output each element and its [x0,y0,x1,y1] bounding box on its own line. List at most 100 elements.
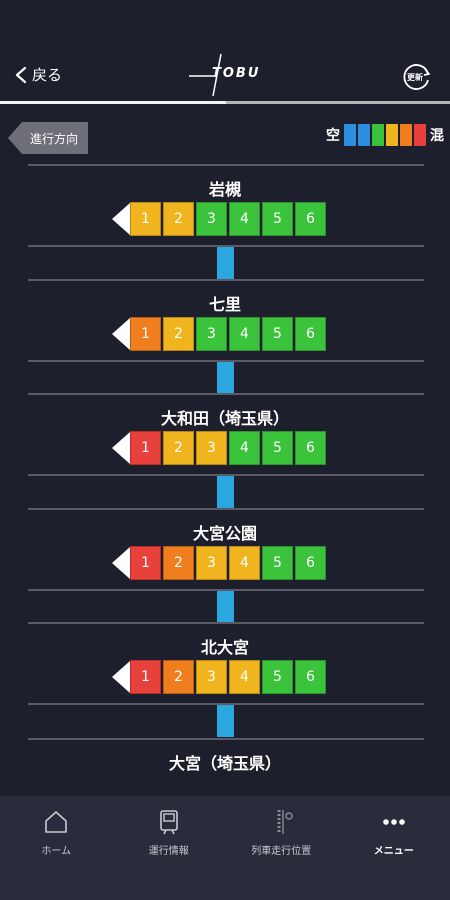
nav-service-info-label: 運行情報 [148,846,189,857]
legend-swatch [414,124,426,146]
station-name: 七里 [208,294,241,314]
car-3: 3 [196,316,227,351]
home-icon [45,811,68,833]
nav-menu[interactable]: メニュー [338,796,450,900]
car-4: 4 [229,660,260,694]
header-progress-track [226,101,450,104]
direction-label: 進行方向 [30,132,79,146]
legend-swatch [400,124,412,146]
car-6: 6 [295,316,326,351]
legend-swatch [358,124,370,146]
car-4: 4 [229,545,260,580]
refresh-button[interactable]: 更新 [402,62,432,92]
divider [28,245,424,247]
nav-home[interactable]: ホーム [0,796,113,900]
car-4: 4 [229,202,260,236]
nav-train-position-label: 列車走行位置 [251,846,312,857]
legend-swatch [372,124,384,146]
legend-empty-label: 空 [326,128,340,144]
car-1: 1 [130,202,161,236]
congestion-legend: 空 混 [326,124,444,146]
divider [28,474,424,476]
nav-train-position[interactable]: 列車走行位置 [225,796,338,900]
car-3: 3 [196,202,227,236]
track-position-icon [277,810,293,834]
train-nose-icon [112,546,130,579]
station-name: 岩槻 [208,180,241,199]
segment-connector [217,361,234,394]
station-name: 大和田（埼玉県） [160,409,289,428]
car-6: 6 [295,660,326,694]
car-1: 1 [130,545,161,580]
train-nose-icon [112,317,130,350]
train-icon [159,810,178,835]
car-3: 3 [196,545,227,580]
tobu-logo: TOBU [185,52,265,98]
segment-connector [217,590,234,623]
back-button[interactable]: 戻る [14,64,62,85]
car-2: 2 [163,545,194,580]
car-5: 5 [262,202,293,236]
legend-swatch [386,124,398,146]
nav-home-label: ホーム [41,846,72,857]
car-1: 1 [130,431,161,465]
direction-arrow-icon [8,122,88,154]
header: 戻る TOBU 更新 [0,0,450,104]
train-nose-icon [112,432,130,464]
station-name: 北大宮 [200,638,249,657]
header-progress-bar [0,101,226,104]
divider [28,164,424,166]
car-5: 5 [262,316,293,351]
final-station-name: 大宮（埼玉県） [168,754,281,773]
car-5: 5 [262,545,293,580]
car-2: 2 [163,316,194,351]
divider [28,622,424,624]
bottom-navigation: ホーム 運行情報 列車走行位置 メニュー [0,796,450,900]
legend-crowded-label: 混 [430,128,444,144]
divider [28,738,424,740]
legend-swatch [344,124,356,146]
car-5: 5 [262,431,293,465]
segment-connector [217,476,234,508]
car-4: 4 [229,316,260,351]
legend-swatches [344,124,426,146]
car-3: 3 [196,431,227,465]
car-1: 1 [130,316,161,351]
logo-text: TOBU [212,66,261,81]
car-6: 6 [295,431,326,465]
back-label: 戻る [32,66,63,84]
car-2: 2 [163,660,194,694]
divider [28,359,424,362]
car-1: 1 [130,660,161,694]
divider [28,393,424,395]
nav-service-info[interactable]: 運行情報 [113,796,226,900]
refresh-label: 更新 [407,73,423,82]
car-2: 2 [163,202,194,236]
direction-tag: 進行方向 [8,122,88,154]
car-2: 2 [163,431,194,465]
nav-menu-label: メニュー [373,846,414,857]
divider [28,588,424,591]
chevron-left-icon [15,66,27,83]
station-name: 大宮公園 [192,523,257,543]
divider [28,703,424,705]
more-dots-icon [382,819,405,825]
segment-connector [217,705,234,737]
car-6: 6 [295,202,326,236]
segment-connector [217,247,234,279]
car-6: 6 [295,545,326,580]
car-3: 3 [196,660,227,694]
refresh-icon [403,64,430,90]
logo-mark-icon [189,53,222,97]
car-4: 4 [229,431,260,465]
train-nose-icon [112,661,130,693]
divider [28,507,424,510]
train-nose-icon [112,203,130,235]
car-5: 5 [262,660,293,694]
